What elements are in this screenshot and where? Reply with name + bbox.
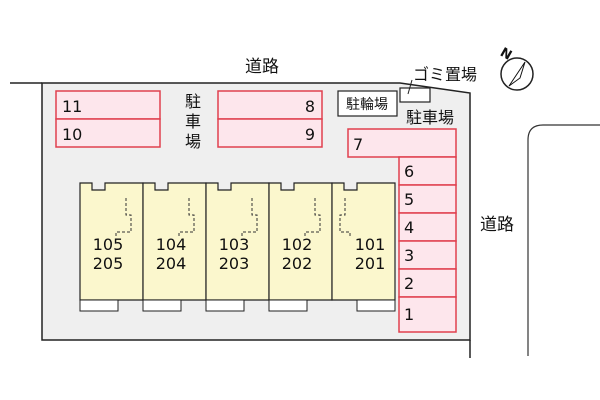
unit-number-lower: 105: [93, 235, 124, 254]
parking-space-label: 2: [404, 274, 414, 293]
bicycle-parking-label: 駐輪場: [346, 96, 388, 113]
apartment-building: 105 205 104 204 103 203 102 202: [79, 182, 396, 312]
parking-space-11: 11: [55, 90, 161, 120]
parking-space-4: 4: [398, 212, 457, 242]
unit-number-upper: 204: [156, 254, 187, 273]
bicycle-parking: 駐輪場: [337, 90, 398, 117]
parking-space-label: 1: [404, 305, 414, 324]
parking-space-3: 3: [398, 240, 457, 270]
parking-space-2: 2: [398, 268, 457, 298]
road-label-top: 道路: [245, 57, 279, 77]
parking-label-char: 駐: [185, 92, 201, 111]
compass-icon: N: [497, 45, 534, 91]
unit-number-upper: 202: [282, 254, 313, 273]
parking-space-label: 11: [62, 97, 82, 116]
parking-space-label: 6: [404, 162, 414, 181]
parking-space-label: 8: [305, 97, 315, 116]
parking-space-6: 6: [398, 156, 457, 186]
right-road-edge: [527, 124, 600, 356]
unit-104-204: 104 204: [142, 182, 207, 312]
parking-space-label: 9: [305, 125, 315, 144]
unit-105-205: 105 205: [79, 182, 144, 312]
parking-label-east: 駐車場: [406, 108, 454, 127]
parking-space-9: 9: [217, 118, 323, 148]
unit-number-lower: 103: [219, 235, 250, 254]
parking-space-5: 5: [398, 184, 457, 214]
garbage-area: ゴミ置場: [399, 65, 477, 103]
parking-space-1: 1: [398, 296, 457, 333]
unit-number-lower: 102: [282, 235, 313, 254]
unit-number-upper: 205: [93, 254, 124, 273]
parking-space-label: 3: [404, 246, 414, 265]
unit-103-203: 103 203: [205, 182, 270, 312]
parking-space-7: 7: [347, 128, 457, 158]
unit-number-lower: 101: [355, 235, 386, 254]
parking-space-10: 10: [55, 118, 161, 148]
garbage-area-label: ゴミ置場: [413, 65, 477, 84]
parking-space-label: 10: [62, 125, 82, 144]
parking-space-label: 4: [404, 218, 414, 237]
unit-101-201: 101 201: [331, 182, 396, 312]
parking-space-label: 7: [353, 135, 363, 154]
parking-label-char: 場: [185, 132, 201, 151]
parking-label-char: 車: [185, 112, 201, 131]
unit-number-upper: 203: [219, 254, 250, 273]
parking-space-8: 8: [217, 90, 323, 120]
unit-102-202: 102 202: [268, 182, 333, 312]
parking-space-label: 5: [404, 190, 414, 209]
road-label-right: 道路: [480, 215, 514, 235]
unit-number-upper: 201: [355, 254, 386, 273]
unit-number-lower: 104: [156, 235, 187, 254]
